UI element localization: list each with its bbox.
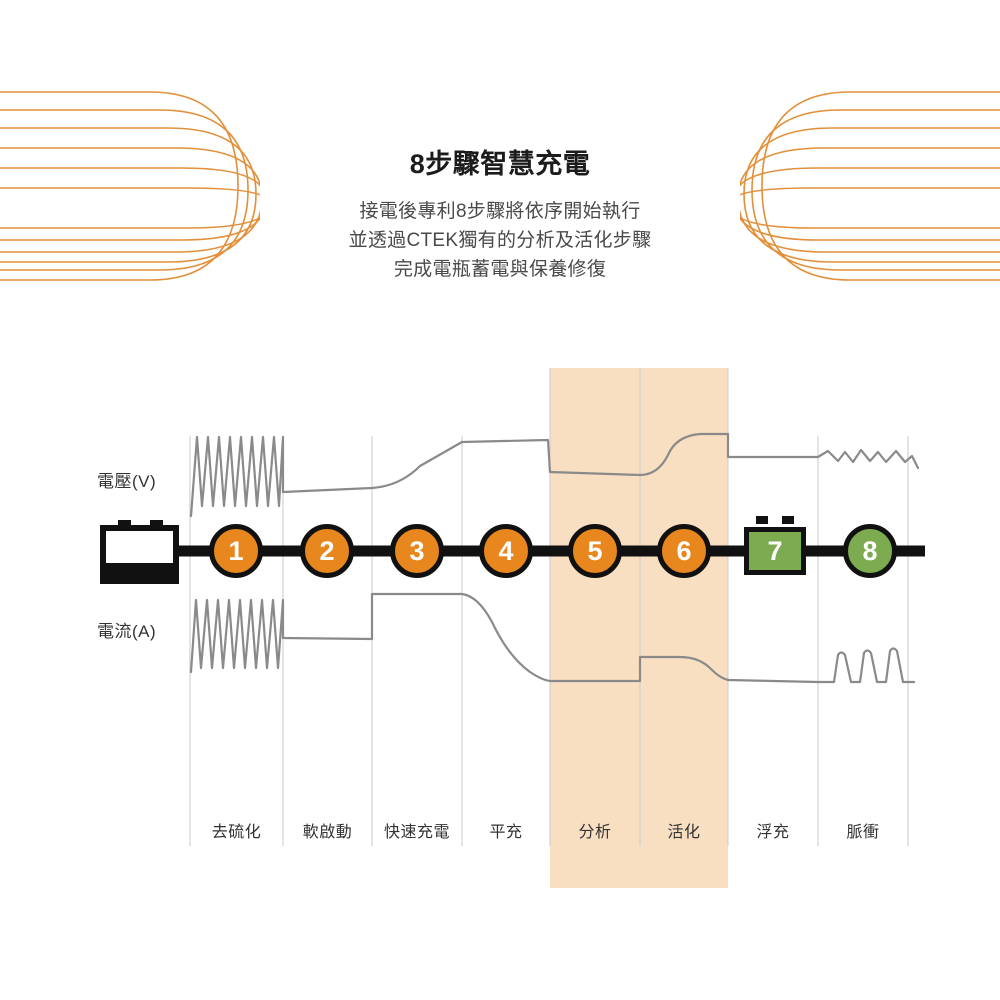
page-title: 8步驟智慧充電 — [409, 149, 591, 179]
current-softstart — [281, 636, 374, 641]
voltage-pulse — [816, 448, 920, 470]
voltage-float — [726, 432, 820, 459]
step-badge-5[interactable]: 5 — [568, 524, 622, 578]
stage-label-bulk: 快速充電 — [383, 824, 450, 841]
highlight-band-analysis-recondition — [550, 368, 728, 888]
current-recondition — [638, 655, 730, 683]
stage-label-recondition: 活化 — [667, 824, 701, 841]
stage-label-absorption: 平充 — [489, 824, 523, 841]
voltage-desulphation — [189, 435, 285, 518]
step-badge-8[interactable]: 8 — [843, 524, 897, 578]
subtitle-line-2: 並透過CTEK獨有的分析及活化步驟 — [348, 229, 652, 251]
voltage-recondition — [638, 432, 730, 477]
voltage-analysis — [548, 470, 642, 477]
header-block: 8步驟智慧充電 接電後專利8步驟將依序開始執行 並透過CTEK獨有的分析及活化步… — [0, 148, 1000, 284]
step-badge-1[interactable]: 1 — [209, 524, 263, 578]
step-badge-6[interactable]: 6 — [657, 524, 711, 578]
stage-label-float: 浮充 — [756, 824, 790, 841]
battery-terminal-left — [756, 516, 768, 524]
axis-label-current: 電流(A) — [97, 622, 157, 641]
subtitle-line-3: 完成電瓶蓄電與保養修復 — [393, 258, 607, 280]
step-badge-7: 7 — [744, 527, 806, 575]
stage-label-analysis: 分析 — [578, 824, 612, 841]
voltage-bulk — [370, 440, 464, 490]
current-desulphation — [189, 598, 285, 674]
current-absorption — [460, 592, 552, 683]
battery-icon — [100, 520, 179, 584]
step-badge-2[interactable]: 2 — [300, 524, 354, 578]
step-badge-3[interactable]: 3 — [390, 524, 444, 578]
stage-label-pulse: 脈衝 — [846, 824, 880, 841]
current-float — [726, 678, 820, 684]
step-badge-7-battery[interactable]: 7 — [744, 516, 806, 575]
voltage-softstart — [281, 486, 374, 494]
voltage-absorption — [460, 438, 552, 474]
current-bulk — [370, 592, 464, 641]
current-pulse — [816, 647, 916, 684]
step-badge-4[interactable]: 4 — [479, 524, 533, 578]
battery-terminal-right — [782, 516, 794, 524]
subtitle-line-1: 接電後專利8步驟將依序開始執行 — [359, 200, 641, 222]
axis-label-voltage: 電壓(V) — [97, 472, 157, 491]
stage-label-desulphation: 去硫化 — [211, 824, 262, 841]
stage-label-soft-start: 軟啟動 — [302, 824, 353, 841]
